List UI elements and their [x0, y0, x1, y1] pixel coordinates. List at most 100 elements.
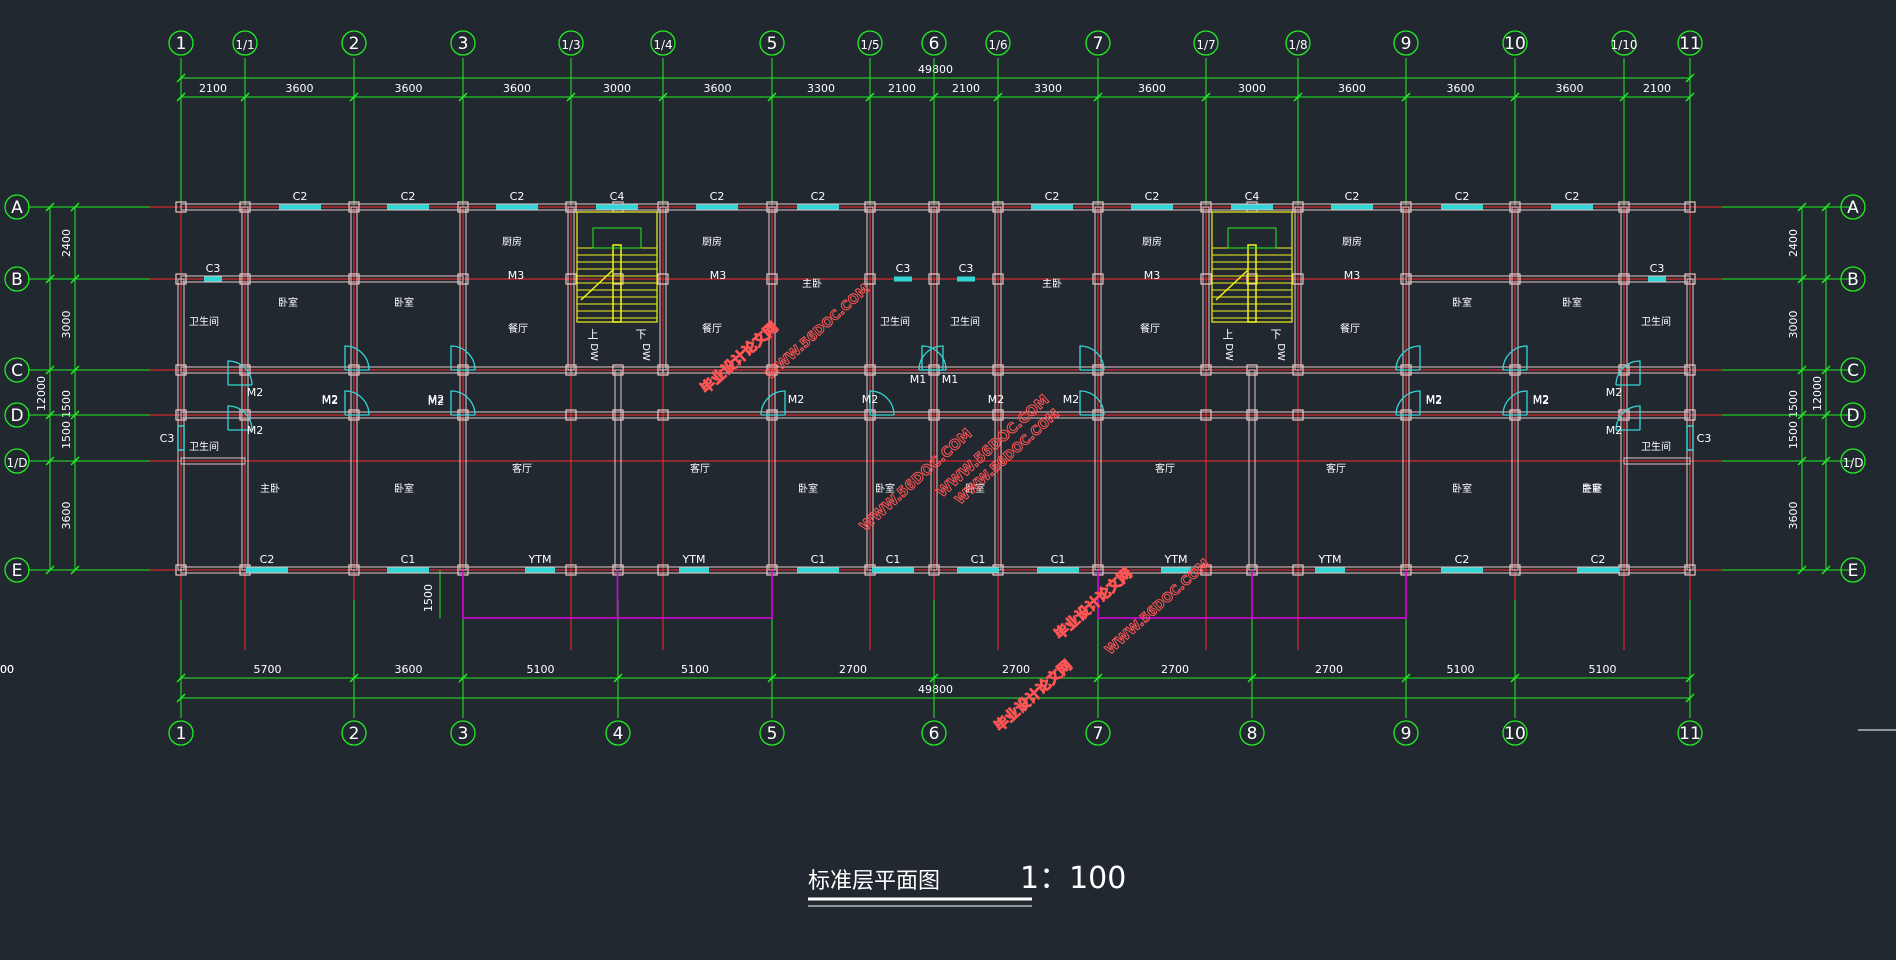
grid-bubble-label: 10	[1504, 34, 1526, 54]
room-label: 厨房	[502, 235, 522, 248]
room-label: 客厅	[512, 462, 532, 475]
window	[387, 204, 429, 210]
door-swing	[450, 345, 476, 371]
column	[1618, 364, 1630, 376]
column	[1200, 364, 1212, 376]
column	[1292, 364, 1304, 376]
stair-handrail	[612, 244, 622, 323]
column	[1684, 201, 1696, 213]
window-label: C2	[811, 190, 826, 203]
column	[1618, 201, 1630, 213]
grid-bubble	[985, 30, 1011, 56]
grid-bubble	[450, 30, 476, 56]
grid-bubble	[1611, 30, 1637, 56]
column	[1292, 564, 1304, 576]
stairs	[462, 211, 1407, 619]
grid-bubble	[232, 30, 258, 56]
column	[1246, 409, 1258, 421]
dim-label: 5100	[527, 663, 555, 676]
door-swing	[1615, 405, 1641, 431]
grid-bubble	[1677, 720, 1703, 746]
balcony	[1097, 570, 1407, 619]
column	[1618, 409, 1630, 421]
grid-bubble	[1393, 30, 1419, 56]
door-swing	[1502, 390, 1528, 416]
door-swing	[869, 390, 895, 416]
door-label: M2	[1606, 386, 1623, 399]
grid-bubble-label: 5	[767, 34, 778, 54]
wall-v	[177, 278, 185, 571]
grid-bubble-label: 2	[349, 34, 360, 54]
window	[797, 567, 839, 573]
room-label: 餐厅	[1140, 322, 1160, 335]
door-label: M3	[710, 269, 727, 282]
column	[239, 364, 251, 376]
dim-label: 2700	[1002, 663, 1030, 676]
door-swing	[1079, 345, 1105, 371]
door-label: M2	[1426, 393, 1443, 406]
window	[1577, 567, 1619, 573]
room-label: 卫生间	[1641, 440, 1671, 453]
window-label: C2	[1455, 553, 1470, 566]
grid-bubble	[4, 402, 30, 428]
window-label: C2	[293, 190, 308, 203]
stair-break	[1215, 269, 1249, 301]
window	[387, 567, 429, 573]
column	[1292, 409, 1304, 421]
dim-label: 2700	[1161, 663, 1189, 676]
grid-bubble-label: 1/3	[561, 38, 580, 52]
window-label: C4	[610, 190, 625, 203]
window	[1031, 204, 1073, 210]
room-label: 餐厅	[508, 322, 528, 335]
window	[177, 425, 185, 451]
stair-label: DW	[640, 343, 651, 361]
grid-bubble-label: 9	[1401, 34, 1412, 54]
column	[992, 273, 1004, 285]
room-label: 卧室	[798, 482, 818, 495]
column	[928, 273, 940, 285]
window-label: C3	[206, 262, 221, 275]
window-label: C2	[710, 190, 725, 203]
room-label: 卧室	[394, 482, 414, 495]
column	[1618, 273, 1630, 285]
grid-bubble	[605, 720, 631, 746]
grid-bubble	[857, 30, 883, 56]
room-label: 卧室	[394, 296, 414, 309]
column	[1200, 273, 1212, 285]
dim-label: 3600	[1556, 82, 1584, 95]
grid-bubble	[1285, 30, 1311, 56]
dim-label: 3000	[603, 82, 631, 95]
grid-bubble-label: 1/D	[1843, 456, 1864, 470]
dim-total-label: 12000	[1811, 376, 1824, 411]
column	[657, 364, 669, 376]
window-label: C2	[1565, 190, 1580, 203]
window-label: YTM	[1318, 553, 1342, 566]
column	[612, 364, 624, 376]
door-label: M2	[428, 395, 445, 408]
column	[928, 201, 940, 213]
column	[175, 273, 187, 285]
window-label: C2	[1455, 190, 1470, 203]
column	[1292, 201, 1304, 213]
door-label: M2	[1533, 393, 1550, 406]
dim-total-label: 49800	[918, 683, 953, 696]
column	[928, 564, 940, 576]
door-label: M2	[247, 424, 264, 437]
room-label: 卧室	[1452, 482, 1472, 495]
grid-bubble-label: 10	[1504, 724, 1526, 744]
stair-label: 下	[1271, 328, 1282, 341]
grid-bubble-label: C	[11, 361, 23, 381]
dim-label: 5100	[1589, 663, 1617, 676]
grid-bubble-label: 1/1	[235, 38, 254, 52]
dim-label: 3300	[1034, 82, 1062, 95]
stair-break	[580, 269, 614, 301]
column	[992, 364, 1004, 376]
wall-h	[180, 457, 246, 465]
balcony	[462, 570, 773, 619]
column	[175, 409, 187, 421]
dim-label: 3600	[704, 82, 732, 95]
dim-label: 3600	[503, 82, 531, 95]
wall-h	[1623, 457, 1691, 465]
